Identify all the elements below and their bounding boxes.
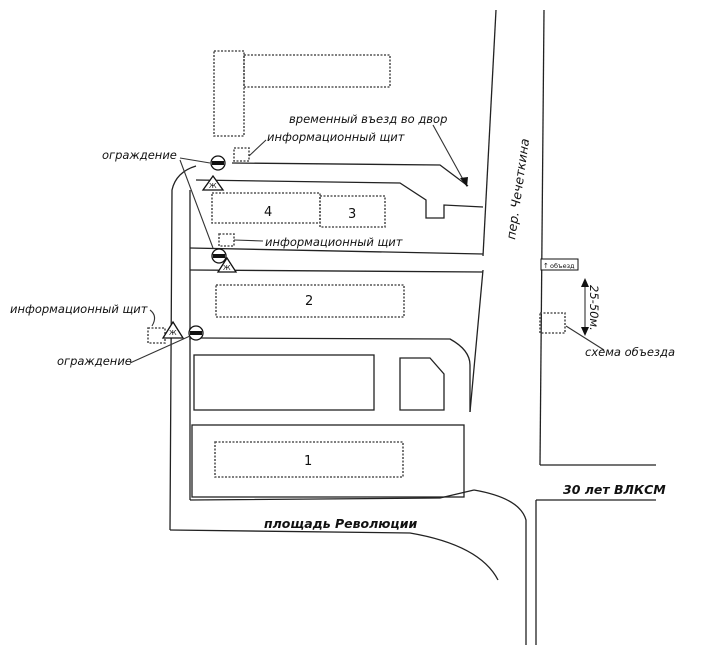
no-entry-sign-left [188,325,204,341]
building-2 [215,284,405,318]
leader-fence-top-1 [179,157,211,164]
leader-info-left [149,309,156,327]
roadwork-triangle-mid: Ж [216,256,238,273]
inner-road-line-1 [189,247,484,255]
detour-sign-text: объезд [550,262,575,270]
inner-road-line-3 [199,337,471,412]
info-board-top [233,147,250,162]
inner-road-line-2 [189,269,484,273]
detour-sign: ↑ объезд [540,258,579,271]
building-top-vertical [213,50,245,137]
block-boundary-bottom [169,529,499,581]
street-revolution-square: площадь Революции [264,516,417,531]
street-vlksm: 30 лет ВЛКСМ [563,482,666,497]
info-board-mid-label: информационный щит [265,235,403,249]
svg-text:Ж: Ж [169,329,177,337]
leader-temp-entry-arrowhead [460,177,468,187]
distance-arrow-head-bottom [581,327,589,336]
block-boundary-left [169,165,197,531]
building-2-number: 2 [305,294,313,309]
road-edge-right-upper [539,9,545,466]
road-edge-left-lower [473,489,527,645]
leader-info-mid [233,239,264,242]
info-board-left [147,327,166,344]
building-1 [214,441,404,478]
block-lower [191,424,465,498]
block-inner-bottom [189,489,475,501]
building-3-number: 3 [348,207,356,222]
leader-fence-top-2 [179,159,214,249]
info-board-mid [218,233,235,247]
driveway-top-edge [231,162,469,187]
info-board-top-label: информационный щит [267,130,405,144]
parking-lot [193,354,375,411]
info-board-left-label: информационный щит [10,302,148,316]
driveway-bottom-edge [195,179,484,219]
svg-text:Ж: Ж [209,182,217,190]
svg-text:↑: ↑ [543,262,549,270]
building-1-number: 1 [304,454,312,469]
svg-text:Ж: Ж [223,264,231,272]
fence-bottom-label: ограждение [57,354,132,368]
roadwork-triangle-left: Ж [161,320,185,339]
no-entry-sign-top [210,155,226,171]
temp-entry-label: временный въезд во двор [289,112,447,126]
road-edge-left-mid [469,269,484,413]
small-lot [399,357,445,411]
leader-info-top [248,139,267,157]
no-entry-sign-mid [211,248,227,264]
building-3 [319,195,386,228]
distance-label: 25-50м. [587,285,601,331]
building-top-horizontal [243,54,391,88]
fence-top-label: ограждение [102,148,177,162]
roadwork-triangle-top: Ж [201,174,225,191]
leader-detour-scheme [565,325,605,351]
leader-fence-bottom [129,335,191,364]
road-edge-left-upper [482,9,497,257]
distance-arrow-head-top [581,278,589,287]
leader-temp-entry [432,124,466,184]
building-4-number: 4 [264,205,272,220]
detour-scheme-board [539,312,566,334]
street-chechetkina: пер. Чечеткина [503,137,532,240]
detour-scheme-label: схема объезда [585,345,675,359]
